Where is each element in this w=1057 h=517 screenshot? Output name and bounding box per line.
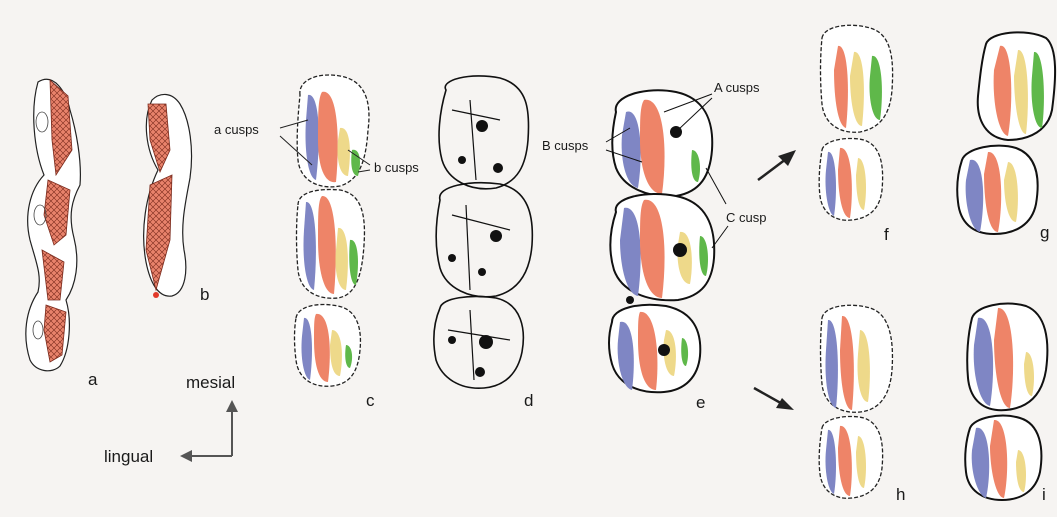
panel-label-e: e [696,393,705,412]
panel-label-b: b [200,285,209,304]
label-B-cusps: B cusps [542,138,589,153]
panel-label-g: g [1040,223,1049,242]
orientation-lingual: lingual [104,447,153,466]
orientation-mesial: mesial [186,373,235,392]
panel-label-i: i [1042,485,1046,504]
label-A-cusps: A cusps [714,80,760,95]
panel-label-h: h [896,485,905,504]
panel-label-c: c [366,391,375,410]
panel-label-d: d [524,391,533,410]
tooth-row-b [144,94,192,298]
tooth-row-h [819,305,892,498]
panel-label-a: a [88,370,98,389]
label-a-cusps: a cusps [214,122,259,137]
label-C-cusp: C cusp [726,210,766,225]
panel-label-f: f [884,225,889,244]
label-b-cusps: b cusps [374,160,419,175]
